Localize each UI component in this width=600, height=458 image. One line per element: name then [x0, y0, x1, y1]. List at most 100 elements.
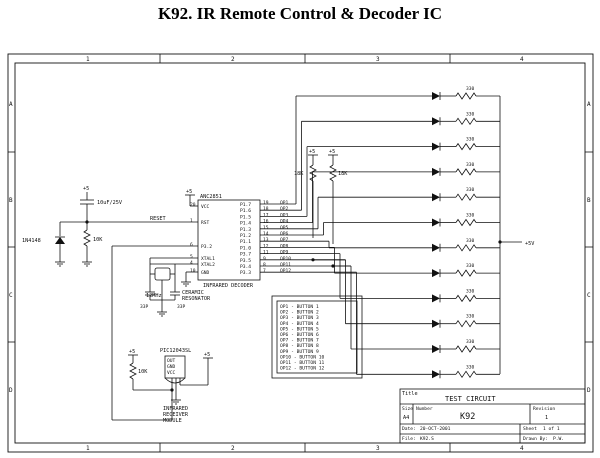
led-resistor	[455, 168, 477, 176]
led-resistor-label: 330	[466, 111, 475, 117]
cap-33p-a: 33P	[140, 304, 149, 310]
pullup-10k-label: 10K	[138, 369, 148, 375]
led-icon	[432, 269, 440, 278]
button-table-row: OP6 - BUTTON 6	[280, 332, 319, 338]
ic-right-pin-name: P1.2	[240, 233, 251, 239]
button-table-row: OP9 - BUTTON 9	[280, 349, 319, 355]
receiver-pin-vcc: VCC	[167, 370, 176, 376]
led-icon	[432, 117, 440, 126]
col-label-3-bottom: 3	[376, 445, 380, 452]
ic-output-label: OP10	[280, 256, 291, 262]
led-resistor	[455, 193, 477, 201]
led-icon	[432, 243, 440, 252]
ir-receiver-module	[164, 355, 186, 379]
led-resistor-label: 330	[466, 162, 475, 168]
receiver-pin-gnd: GND	[167, 364, 176, 370]
led-icon	[432, 92, 440, 100]
led-resistor	[455, 218, 477, 227]
ic-left-pin-number: 4	[190, 260, 193, 266]
button-table-row: OP4 - BUTTON 4	[280, 321, 319, 327]
button-table-row: OP5 - BUTTON 5	[280, 326, 319, 332]
ic-right-pin-number: 19	[263, 200, 269, 206]
led-resistor-label: 330	[466, 86, 475, 92]
pullup-18k-a-label: 18K	[294, 171, 304, 177]
ic-left-pin-name: XTAL2	[201, 262, 215, 268]
ic-output-label: OP2	[280, 206, 289, 212]
pullup-18k-b-label: 18K	[338, 171, 348, 177]
led-resistor	[455, 345, 477, 353]
ic-right-pin-number: 7	[263, 268, 266, 274]
row-label-a: A	[9, 101, 13, 108]
supply-label: +5V	[525, 241, 534, 247]
ic-right-pin-name: P1.4	[240, 221, 251, 227]
cap-label: 10uF/25V	[97, 200, 122, 206]
receiver-label-2: RECEIVER	[163, 412, 189, 418]
led-resistor-label: 330	[466, 187, 475, 193]
col-label-3: 3	[376, 56, 380, 63]
ic-right-pin-number: 11	[263, 250, 269, 256]
ic-name-label: INFRARED DECODER	[203, 283, 254, 289]
button-table-row: OP1 - BUTTON 1	[280, 304, 319, 310]
ic-left-pin-name: P3.2	[201, 244, 212, 250]
title-block-file-label: File:	[402, 436, 416, 442]
led-icon	[432, 142, 440, 151]
row-label-c: C	[9, 292, 13, 299]
col-label-2: 2	[231, 56, 235, 63]
ic-right-pin-number: 16	[263, 219, 269, 225]
frame-outer	[7, 53, 594, 453]
led-icon	[432, 370, 440, 379]
title-block-title: TEST CIRCUIT	[445, 395, 496, 403]
button-table-row: OP2 - BUTTON 2	[280, 310, 319, 316]
ic-left-pin-number: 20	[190, 202, 196, 208]
resonator-freq-label: 12MHz	[146, 293, 162, 299]
resonator-label-1: CERAMIC	[182, 290, 204, 296]
col-label-4-bottom: 4	[520, 445, 524, 452]
button-table-row: OP11 - BUTTON 11	[280, 360, 324, 366]
ic-right-pin-number: 14	[263, 231, 269, 237]
frame-inner	[14, 62, 586, 444]
col-label-1: 1	[86, 56, 90, 63]
title-block-revision: 1	[545, 415, 548, 421]
vcc-label-cap: +5	[83, 186, 89, 192]
ic-output-label: OP6	[280, 231, 289, 237]
button-table-row: OP12 - BUTTON 12	[280, 366, 324, 372]
page-title: K92. IR Remote Control & Decoder IC	[157, 4, 443, 23]
cap-33p-b: 33P	[177, 304, 186, 310]
led-icon	[432, 167, 440, 176]
resonator-label-2: RESONATOR	[182, 296, 211, 302]
button-table-row: OP3 - BUTTON 3	[280, 315, 319, 321]
ic-output-label: OP3	[280, 212, 289, 218]
ic-left-pin-name: VCC	[201, 204, 210, 210]
col-label-1-bottom: 1	[86, 445, 90, 452]
title-block-date-label: Date:	[402, 426, 416, 432]
ic-right-pin-name: P1.6	[240, 208, 251, 214]
ic-right-pin-name: P1.1	[240, 239, 251, 245]
ic-output-label: OP11	[280, 262, 291, 268]
led-icon	[432, 193, 440, 202]
ic-output-label: OP12	[280, 268, 291, 274]
ic-right-pin-number: 12	[263, 243, 269, 249]
ic-output-label: OP1	[280, 200, 289, 206]
ic-left-pin-number: 10	[190, 268, 196, 274]
ic-left-pin-name: RST	[201, 220, 210, 226]
led-resistor	[455, 294, 477, 303]
row-label-b: B	[9, 197, 13, 204]
ic-right-pin-number: 17	[263, 212, 269, 218]
diode-label: 1N4148	[22, 238, 41, 244]
ic-right-pin-number: 9	[263, 256, 266, 262]
title-block-sheet-label: Sheet	[523, 426, 537, 432]
led-resistor-label: 330	[466, 314, 475, 320]
button-mapping-table	[271, 295, 363, 379]
row-label-c-right: C	[587, 292, 591, 299]
ic-left-pin-name: XTAL1	[201, 256, 215, 262]
col-label-4: 4	[520, 56, 524, 63]
receiver-pin-out: OUT	[167, 358, 176, 364]
ic-right-pin-name: P3.4	[240, 264, 251, 270]
ic-right-pin-name: P1.5	[240, 214, 251, 220]
receiver-label-3: MODULE	[163, 418, 182, 424]
button-table-row: OP8 - BUTTON 8	[280, 343, 319, 349]
vcc-label-receiver: +5	[204, 352, 210, 358]
led-resistor-label: 330	[466, 213, 475, 219]
ic-right-pin-number: 15	[263, 225, 269, 231]
